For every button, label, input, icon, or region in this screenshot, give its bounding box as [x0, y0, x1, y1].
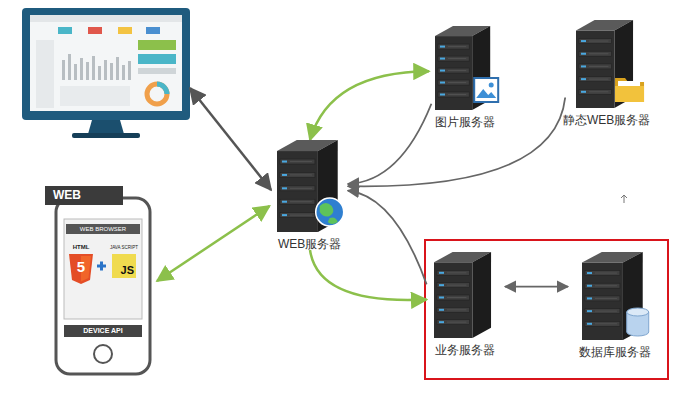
connector	[310, 250, 427, 300]
server-node: 图片服务器	[425, 26, 505, 134]
monitor	[22, 8, 190, 138]
html-label: HTML	[68, 243, 94, 252]
server-shape	[568, 252, 662, 360]
tab-label: WEB	[45, 186, 123, 205]
browser-label: WEB BROWSER	[66, 224, 140, 234]
connector	[157, 206, 270, 281]
server-icon	[582, 252, 649, 340]
server-label: WEB服务器	[278, 236, 341, 253]
server-node: 业务服务器	[425, 252, 505, 360]
server-label: 静态WEB服务器	[563, 112, 650, 129]
connector	[505, 286, 568, 288]
server-label: 业务服务器	[435, 342, 495, 359]
server-icon	[435, 26, 498, 110]
phone-shape	[42, 186, 157, 376]
server-node: WEB服务器	[265, 140, 355, 250]
server-shape	[265, 140, 355, 250]
connector	[348, 98, 565, 187]
server-icon	[576, 20, 644, 108]
server-node: 静态WEB服务器	[552, 20, 662, 134]
js-logo-text: JS	[112, 254, 136, 278]
server-node: 数据库服务器	[568, 252, 662, 360]
connector	[348, 191, 427, 285]
mobile-device: WEB WEB BROWSER HTML 5 JAVA SCRIPT JS DEVICE A…	[42, 186, 157, 376]
server-label: 数据库服务器	[579, 344, 651, 361]
server-icon	[277, 140, 344, 232]
device-api-label: DEVICE API	[64, 325, 142, 337]
monitor-link	[190, 88, 271, 190]
phone-body	[56, 198, 150, 374]
connector	[310, 71, 429, 140]
js-label: JAVA SCRIPT	[106, 244, 142, 252]
server-icon	[434, 252, 491, 338]
connector	[348, 104, 432, 184]
server-label: 图片服务器	[435, 114, 495, 131]
html-version: 5	[71, 258, 91, 276]
cursor	[621, 195, 627, 203]
group-frame	[425, 240, 668, 379]
